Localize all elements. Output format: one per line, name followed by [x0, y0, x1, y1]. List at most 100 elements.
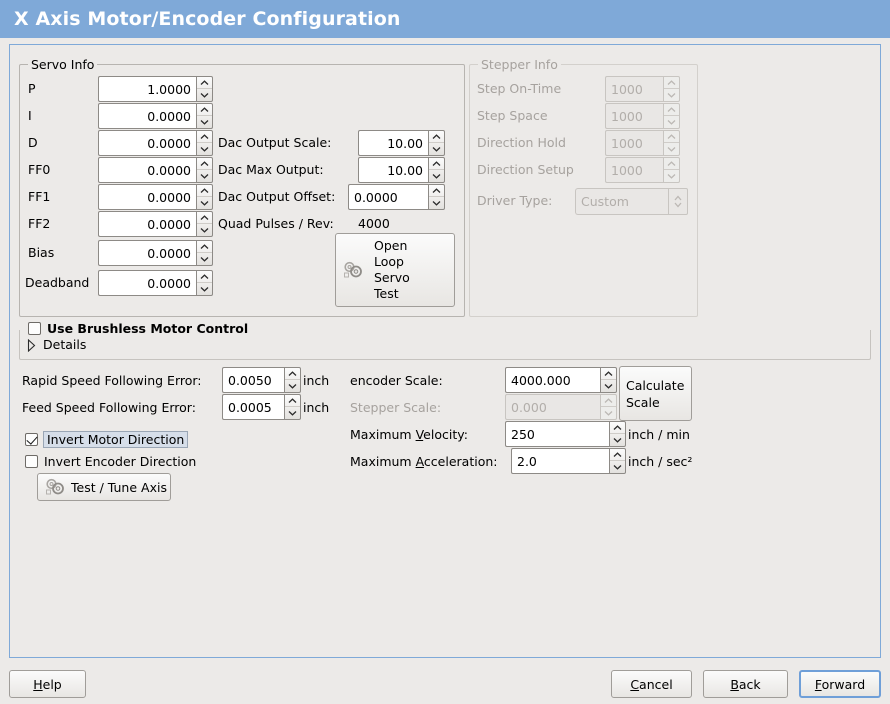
dac-output-scale-stepper[interactable]	[428, 130, 445, 156]
servo-i-input[interactable]: 0.0000	[98, 103, 196, 129]
feed-following-error-spinner[interactable]: 0.0005	[222, 394, 301, 420]
spin-up-icon[interactable]	[429, 185, 444, 197]
test-tune-axis-button[interactable]: Test / Tune Axis	[37, 473, 171, 501]
servo-d-input[interactable]: 0.0000	[98, 130, 196, 156]
servo-deadband-input[interactable]: 0.0000	[98, 270, 196, 296]
spin-up-icon[interactable]	[197, 131, 212, 143]
invert-motor-direction-row[interactable]: Invert Motor Direction	[25, 431, 189, 448]
servo-bias-stepper[interactable]	[196, 240, 213, 266]
spin-down-icon[interactable]	[285, 380, 300, 392]
rapid-following-error-spinner[interactable]: 0.0050	[222, 367, 301, 393]
details-expander[interactable]: Details	[27, 337, 86, 352]
spin-up-icon	[664, 104, 679, 116]
spin-up-icon[interactable]	[601, 368, 616, 380]
servo-ff1-stepper[interactable]	[196, 184, 213, 210]
dac-max-output-spinner[interactable]: 10.00	[358, 157, 445, 183]
servo-bias-spinner[interactable]: 0.0000	[98, 240, 213, 266]
maximum-velocity-stepper[interactable]	[609, 421, 626, 447]
servo-ff1-input[interactable]: 0.0000	[98, 184, 196, 210]
spin-up-icon[interactable]	[429, 131, 444, 143]
back-button[interactable]: Back	[703, 670, 788, 698]
spin-up-icon[interactable]	[197, 158, 212, 170]
servo-deadband-spinner[interactable]: 0.0000	[98, 270, 213, 296]
servo-i-spinner[interactable]: 0.0000	[98, 103, 213, 129]
dac-output-scale-input[interactable]: 10.00	[358, 130, 428, 156]
feed-following-error-stepper[interactable]	[284, 394, 301, 420]
servo-p-stepper[interactable]	[196, 76, 213, 102]
servo-d-stepper[interactable]	[196, 130, 213, 156]
servo-ff1-spinner[interactable]: 0.0000	[98, 184, 213, 210]
use-brushless-motor-control-row[interactable]: Use Brushless Motor Control	[28, 321, 248, 336]
encoder-scale-input[interactable]: 4000.000	[505, 367, 600, 393]
dac-output-offset-stepper[interactable]	[428, 184, 445, 210]
servo-ff2-spinner[interactable]: 0.0000	[98, 211, 213, 237]
maximum-acceleration-spinner[interactable]: 2.0	[511, 448, 626, 474]
servo-i-stepper[interactable]	[196, 103, 213, 129]
spin-up-icon[interactable]	[197, 104, 212, 116]
cancel-button[interactable]: Cancel	[611, 670, 692, 698]
spin-down-icon[interactable]	[197, 143, 212, 155]
invert-encoder-direction-row[interactable]: Invert Encoder Direction	[25, 454, 196, 469]
forward-button[interactable]: Forward	[799, 670, 881, 698]
spin-down-icon[interactable]	[285, 407, 300, 419]
dac-output-offset-spinner[interactable]: 0.0000	[348, 184, 445, 210]
spin-down-icon[interactable]	[429, 143, 444, 155]
spin-up-icon[interactable]	[197, 241, 212, 253]
spin-up-icon[interactable]	[197, 271, 212, 283]
invert-motor-direction-checkbox[interactable]	[25, 433, 38, 446]
spin-down-icon[interactable]	[197, 170, 212, 182]
servo-ff0-input[interactable]: 0.0000	[98, 157, 196, 183]
servo-deadband-stepper[interactable]	[196, 270, 213, 296]
calculate-scale-button[interactable]: Calculate Scale	[619, 366, 692, 421]
open-loop-line-1: Open	[374, 238, 408, 253]
dac-max-output-input[interactable]: 10.00	[358, 157, 428, 183]
use-brushless-checkbox[interactable]	[28, 322, 41, 335]
spin-down-icon[interactable]	[197, 197, 212, 209]
spin-up-icon[interactable]	[610, 422, 625, 434]
spin-up-icon[interactable]	[285, 368, 300, 380]
maximum-acceleration-input[interactable]: 2.0	[511, 448, 609, 474]
servo-d-spinner[interactable]: 0.0000	[98, 130, 213, 156]
dac-max-output-stepper[interactable]	[428, 157, 445, 183]
dac-output-scale-spinner[interactable]: 10.00	[358, 130, 445, 156]
spin-up-icon[interactable]	[197, 212, 212, 224]
dac-output-offset-label: Dac Output Offset:	[218, 189, 336, 204]
help-button[interactable]: Help	[9, 670, 86, 698]
spin-down-icon[interactable]	[197, 283, 212, 295]
servo-ff0-stepper[interactable]	[196, 157, 213, 183]
triangle-right-icon[interactable]	[27, 338, 36, 352]
spin-down-icon[interactable]	[197, 89, 212, 101]
spin-down-icon[interactable]	[610, 461, 625, 473]
spin-up-icon[interactable]	[197, 77, 212, 89]
spin-up-icon[interactable]	[197, 185, 212, 197]
spin-down-icon[interactable]	[197, 253, 212, 265]
maximum-velocity-spinner[interactable]: 250	[505, 421, 626, 447]
spin-up-icon[interactable]	[429, 158, 444, 170]
spin-down-icon[interactable]	[601, 380, 616, 392]
servo-p-spinner[interactable]: 1.0000	[98, 76, 213, 102]
encoder-scale-stepper[interactable]	[600, 367, 617, 393]
rapid-following-error-stepper[interactable]	[284, 367, 301, 393]
rapid-following-error-input[interactable]: 0.0050	[222, 367, 284, 393]
servo-p-input[interactable]: 1.0000	[98, 76, 196, 102]
maximum-velocity-input[interactable]: 250	[505, 421, 609, 447]
content-frame: Servo Info P I D FF0 FF1 FF2 Bias Deadba…	[9, 44, 881, 658]
feed-following-error-input[interactable]: 0.0005	[222, 394, 284, 420]
spin-down-icon[interactable]	[197, 116, 212, 128]
dac-max-output-label: Dac Max Output:	[218, 162, 324, 177]
spin-up-icon[interactable]	[610, 449, 625, 461]
spin-down-icon[interactable]	[610, 434, 625, 446]
servo-ff2-input[interactable]: 0.0000	[98, 211, 196, 237]
spin-down-icon[interactable]	[429, 197, 444, 209]
servo-ff0-spinner[interactable]: 0.0000	[98, 157, 213, 183]
dac-output-offset-input[interactable]: 0.0000	[348, 184, 428, 210]
servo-ff2-stepper[interactable]	[196, 211, 213, 237]
encoder-scale-spinner[interactable]: 4000.000	[505, 367, 617, 393]
spin-down-icon[interactable]	[197, 224, 212, 236]
spin-up-icon[interactable]	[285, 395, 300, 407]
servo-bias-input[interactable]: 0.0000	[98, 240, 196, 266]
invert-encoder-direction-checkbox[interactable]	[25, 455, 38, 468]
maximum-acceleration-stepper[interactable]	[609, 448, 626, 474]
open-loop-servo-test-button[interactable]: Open Loop Servo Test	[335, 233, 455, 307]
spin-down-icon[interactable]	[429, 170, 444, 182]
